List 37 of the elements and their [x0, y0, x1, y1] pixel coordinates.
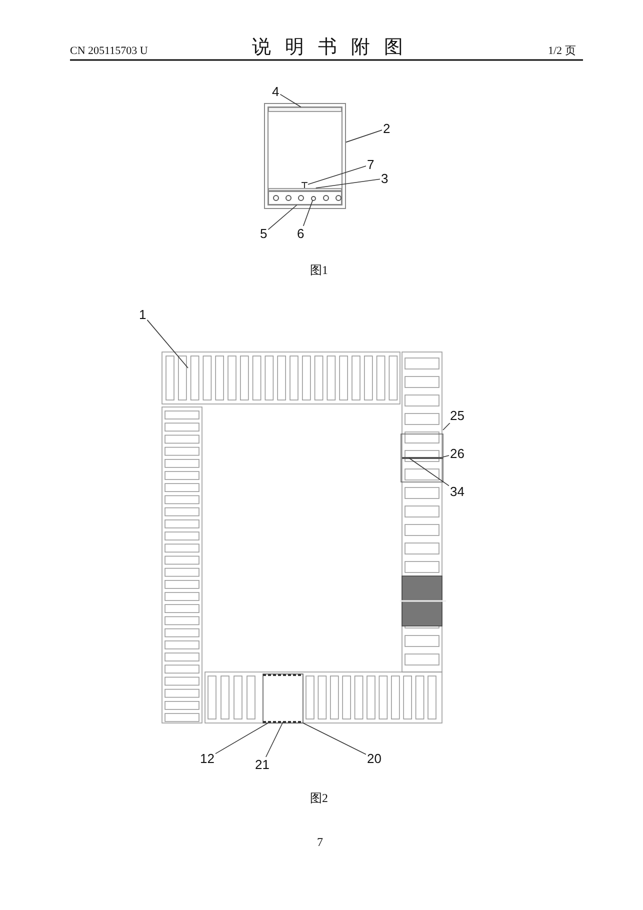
callout-number: 26: [449, 446, 466, 461]
callout-number: 5: [259, 226, 268, 241]
leader-line: [146, 320, 188, 368]
page-fraction: 1/2 页: [548, 46, 576, 57]
page-heading: 说明书附图: [252, 38, 417, 57]
leader-line: [308, 166, 366, 185]
callout-number: 3: [380, 171, 390, 186]
leader-line: [408, 458, 450, 486]
leader-line: [215, 722, 268, 754]
leader-line: [442, 422, 450, 430]
callout-number: 7: [366, 157, 376, 172]
leader-line: [266, 722, 284, 758]
wheel: [311, 196, 316, 200]
shelf-bar: [268, 188, 342, 191]
leader-line: [280, 94, 302, 108]
callout-number: 25: [449, 408, 466, 423]
leader-line: [302, 200, 313, 226]
leader-line: [442, 455, 450, 458]
base-compartment: [268, 191, 342, 205]
figure-caption: 图2: [310, 792, 328, 804]
document-number: CN 205115703 U: [70, 46, 148, 57]
leader-line: [346, 130, 382, 143]
top-bar: [268, 107, 342, 112]
leader-line: [302, 722, 366, 755]
callout-number: 12: [199, 751, 216, 766]
callout-number: 34: [449, 484, 466, 499]
leader-line: [268, 204, 298, 230]
page-number: 7: [317, 836, 323, 848]
callout-number: 4: [271, 84, 280, 99]
callout-number: 6: [296, 226, 306, 241]
leader-line: [315, 178, 380, 188]
figure-caption: 图1: [310, 264, 328, 276]
callout-number: 2: [382, 121, 392, 136]
t-shaped-mark: [301, 182, 308, 189]
callout-number: 20: [366, 751, 382, 766]
callout-number: 21: [254, 757, 270, 772]
callout-number: 1: [138, 307, 148, 322]
